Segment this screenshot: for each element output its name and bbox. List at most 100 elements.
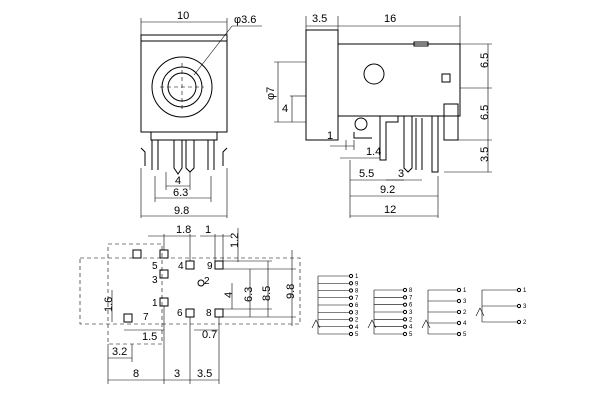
schematic-pin-number: 5 [463, 332, 467, 338]
flange-label: 3.5 [312, 13, 327, 25]
schematic-pin-number: 2 [463, 310, 467, 316]
schematic-pin-number: 2 [523, 320, 527, 326]
length-label: 16 [384, 13, 396, 25]
schematic-pin-number: 5 [409, 332, 413, 338]
schematic-pin-number: 4 [463, 321, 467, 327]
schematic-pin-number: 1 [463, 288, 467, 294]
hole-diameter-label: φ3.6 [234, 14, 256, 26]
schematic-pin-number: 6 [355, 303, 359, 309]
pad-dim-3-label: 3.2 [112, 346, 127, 358]
pitch-label: 4 [175, 175, 181, 187]
pin-label-5: 5 [152, 261, 158, 272]
pin-thickness-label: 1.4 [366, 146, 381, 158]
schematic-pin-number: 3 [523, 304, 527, 310]
side-flange [305, 29, 339, 141]
pad-top-left [132, 249, 142, 259]
schematic-pin-terminal [456, 331, 462, 337]
schematic-pin-terminal [348, 273, 354, 279]
schematic-pin-number: 3 [463, 299, 467, 305]
front-support-legs [140, 147, 228, 166]
left-dim-label: 1.6 [103, 297, 115, 312]
pad-8 [214, 308, 224, 318]
schematic-pin-terminal [402, 309, 408, 315]
schematic-jack-symbol [367, 319, 377, 329]
front-view: φ3.6 10 4 6.3 9.8 [140, 10, 262, 218]
schematic-pin-terminal [348, 331, 354, 337]
side-pin-d [431, 116, 439, 173]
pad-2-hole [197, 279, 205, 287]
schematic-pin-number: 4 [409, 325, 413, 331]
pin-label-7: 7 [143, 312, 149, 323]
pad-1 [159, 297, 169, 307]
schematic-pin-number: 7 [409, 295, 413, 301]
pin-span-label: 9.2 [380, 184, 395, 196]
bottom-dim-2-label: 3 [174, 368, 180, 380]
schematic-jack-symbol [421, 319, 431, 329]
pin-label-9: 9 [207, 261, 213, 272]
front-pin-left [151, 140, 159, 170]
schematic-pin-number: 1 [523, 288, 527, 294]
mid-height-label: 6.5 [479, 105, 491, 120]
pad-4 [185, 260, 195, 270]
pad-dim-2-label: 0.7 [202, 329, 217, 341]
schematic-pin-terminal [402, 331, 408, 337]
schematic-jack-symbol [311, 319, 321, 329]
schematic-4: 1 3 2 [475, 287, 527, 326]
schematic-pin-number: 3 [409, 310, 413, 316]
pad-6 [185, 308, 195, 318]
right-dim-3-label: 8.5 [261, 286, 273, 301]
body-width-label: 9.8 [174, 205, 189, 217]
schematic-pin-number: 3 [355, 310, 359, 316]
pin-label-2: 2 [204, 276, 210, 287]
schematic-pin-terminal [348, 317, 354, 322]
schematic-pin-terminal [402, 287, 408, 293]
schematic-pin-number: 4 [355, 325, 359, 331]
front-pin-right [207, 140, 215, 170]
side-hole-circle [363, 63, 385, 85]
schematic-pin-terminal [348, 288, 354, 293]
side-pin-b [403, 116, 413, 173]
right-dim-4-label: 9.8 [285, 284, 297, 299]
side-lower-bracket [353, 132, 372, 139]
right-dim-1-label: 4 [223, 292, 235, 298]
schematic-pin-terminal [348, 310, 354, 315]
barrel-diameter-label: φ7 [265, 87, 277, 100]
schematic-pin-terminal [402, 324, 408, 329]
side-pin-c [415, 118, 423, 170]
top-height-label: 6.5 [479, 53, 491, 68]
pad-5 [159, 249, 169, 259]
schematic-pin-terminal [402, 317, 408, 322]
schematic-pin-terminal [402, 302, 408, 307]
pin-width-label: 1 [327, 130, 333, 142]
schematic-pin-number: 1 [355, 274, 359, 280]
side-right-tab [443, 103, 459, 141]
pin-length-label: 3.5 [479, 147, 491, 162]
side-view: 3.5 16 φ7 4 6.5 6.5 3.5 1 1.4 5.5 3 [265, 13, 492, 218]
pin-span-label: 6.3 [173, 187, 188, 199]
schematic-pin-number: 8 [355, 289, 359, 295]
side-body [337, 43, 461, 117]
top-width-label: 1 [205, 224, 211, 236]
right-dim-2-label: 6.3 [243, 287, 255, 302]
top-pitch-label: 1.8 [176, 224, 191, 236]
schematic-pin-terminal [348, 324, 354, 329]
pin-gap-b-label: 3 [398, 168, 404, 180]
pad-dim-1-label: 1.5 [142, 331, 157, 343]
jack-outer-ring [151, 56, 213, 118]
side-spring-circle [354, 117, 368, 131]
width-label: 10 [177, 10, 189, 22]
schematic-pin-terminal [348, 281, 354, 286]
pin-label-3: 3 [152, 275, 158, 286]
front-pin-base [150, 131, 218, 141]
schematic-pin-number: 2 [355, 318, 359, 324]
front-pin-center-2 [185, 140, 195, 173]
schematic-pin-terminal [456, 320, 462, 326]
pad-3 [159, 269, 169, 279]
schematic-pin-number: 5 [355, 332, 359, 338]
schematic-jack-symbol [475, 307, 485, 317]
schematic-pin-terminal [348, 302, 354, 308]
schematic-pin-number: 7 [355, 296, 359, 302]
